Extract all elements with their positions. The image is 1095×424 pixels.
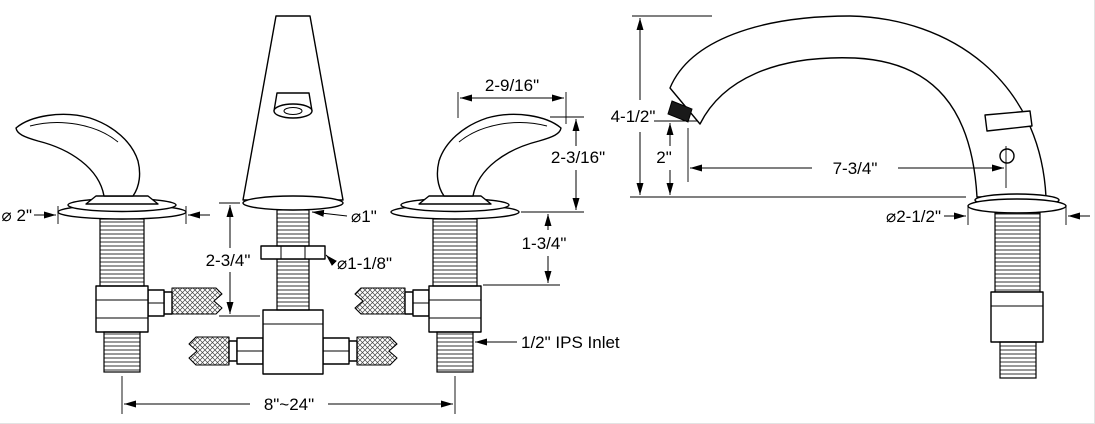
center-left-ferrule (228, 340, 238, 362)
ips-inlet-label: 1/2" IPS Inlet (521, 333, 620, 352)
left-lever-highlight (29, 122, 119, 143)
side-escutcheon (967, 198, 1067, 214)
handle-height-label: 2-3/16" (551, 148, 605, 167)
left-hose-ferrule (163, 291, 173, 315)
right-lever-mirrored (418, 113, 562, 205)
center-lower-thread (276, 258, 310, 311)
right-lever-highlight (458, 122, 548, 143)
dim-spout-height: 4-1/2" (611, 15, 712, 195)
center-flange (242, 195, 344, 211)
escutcheon-diameter-label: ⌀ 2" (2, 206, 32, 225)
spout-height-label: 4-1/2" (611, 107, 656, 126)
side-valve-body (990, 291, 1044, 343)
left-supply-hose (171, 287, 223, 315)
leader-arrow (325, 254, 337, 266)
center-spout-assembly (188, 15, 398, 375)
dim-handle-length: 2-9/16" (457, 76, 567, 124)
left-lever-handle (15, 113, 141, 197)
right-shank-thread (432, 218, 478, 287)
right-handle-base (418, 195, 492, 205)
side-inlet-thread (999, 341, 1037, 379)
spout-setscrew-hole (999, 148, 1015, 164)
left-handle-assembly (15, 113, 223, 373)
left-handle-base (85, 195, 159, 205)
center-right-ferrule (348, 340, 358, 362)
right-supply-hose (354, 287, 406, 315)
spout-base-tab (984, 110, 1033, 132)
spout-side-assembly (630, 15, 1067, 379)
center-aerator-face (273, 103, 313, 119)
dim-base-diameter: ⌀2-1/2" (886, 206, 1090, 226)
dim-spread: 8"~24" (121, 376, 456, 414)
front-view: ⌀ 2" 2-9/16" 2-3/16" 2-3/4" (2, 15, 620, 414)
side-shank-thread (994, 212, 1041, 293)
spout-shank-length-label: 2-3/4" (206, 251, 251, 270)
center-shank-thread (276, 209, 310, 247)
locknut-diameter-label: ⌀1-1/8" (337, 254, 392, 273)
spout-reach-label: 7-3/4" (833, 159, 878, 178)
center-aerator-hole (283, 107, 303, 115)
handle-length-label: 2-9/16" (485, 76, 539, 95)
handle-shank-length-label: 1-3/4" (522, 234, 567, 253)
right-valve-body (428, 285, 482, 333)
right-handle-assembly (354, 113, 562, 373)
side-view: 4-1/2" 2" 7-3/4" ⌀2-1/2" (611, 15, 1090, 379)
center-tee-body (262, 309, 324, 375)
base-diameter-label: ⌀2-1/2" (886, 207, 941, 226)
dim-handle-shank-length: 1-3/4" (483, 214, 567, 286)
center-locknut (260, 245, 326, 260)
dim-shank-diameter: ⌀1" (311, 207, 377, 226)
leader-arrow (311, 209, 348, 217)
dim-spout-shank-length: 2-3/4" (206, 202, 260, 317)
spread-label: 8"~24" (264, 395, 314, 414)
callout-ips-inlet: 1/2" IPS Inlet (475, 333, 620, 352)
center-left-hose (188, 336, 230, 366)
right-inlet-thread (436, 331, 474, 373)
right-hose-ferrule (404, 291, 414, 315)
left-valve-body (95, 285, 149, 333)
dim-escutcheon-diameter: ⌀ 2" (2, 206, 210, 225)
dim-handle-height: 2-3/16" (521, 116, 605, 213)
right-lever-handle (436, 113, 562, 197)
dim-locknut-diameter: ⌀1-1/8" (325, 254, 392, 273)
spout-aerator-tip (667, 100, 693, 123)
left-inlet-thread (103, 331, 141, 373)
left-shank-thread (99, 218, 145, 287)
center-right-hose (356, 336, 398, 366)
dim-outlet-clearance: 2" (654, 120, 698, 195)
dim-spout-reach: 7-3/4" (687, 128, 1007, 188)
outlet-clearance-label: 2" (656, 148, 672, 167)
shank-diameter-label: ⌀1" (351, 207, 377, 226)
